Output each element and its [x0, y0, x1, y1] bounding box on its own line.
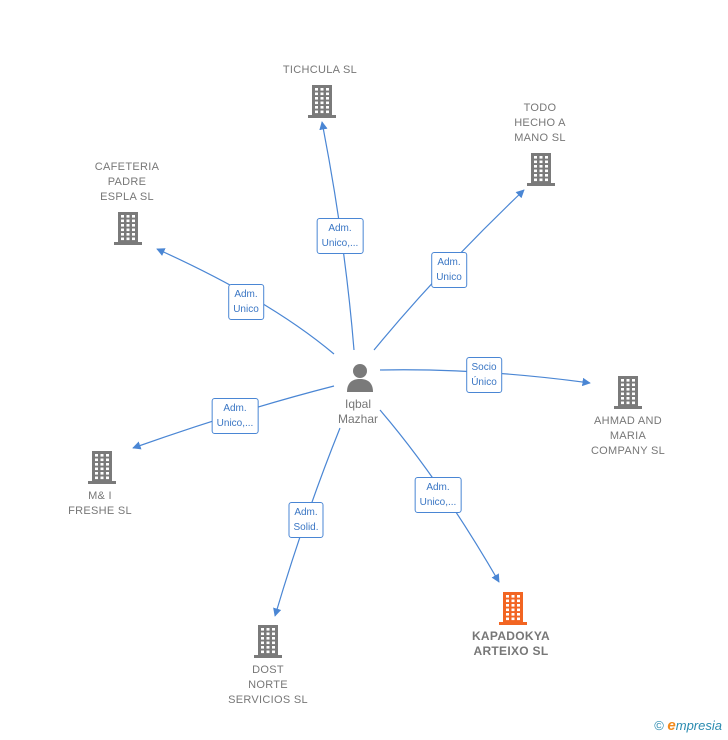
relation-label-todo[interactable]: Adm. Unico [431, 252, 467, 288]
company-label: M& I FRESHE SL [68, 490, 132, 517]
building-icon [611, 375, 645, 409]
empresia-footer: © empresia [654, 717, 722, 734]
empresia-logo-text: mpresia [675, 718, 722, 733]
person-name: Iqbal Mazhar [337, 397, 378, 426]
building-icon [305, 84, 339, 118]
relation-label-cafeteria[interactable]: Adm. Unico [228, 284, 264, 320]
relation-label-mi[interactable]: Adm. Unico,... [211, 398, 259, 434]
relation-label-tichcula[interactable]: Adm. Unico,... [316, 218, 364, 254]
relation-label-dost[interactable]: Adm. Solid. [288, 502, 324, 538]
company-label: TODO HECHO A MANO SL [514, 102, 566, 144]
company-label: CAFETERIA PADRE ESPLA SL [94, 161, 160, 203]
person-icon [347, 364, 373, 392]
company-label: DOST NORTE SERVICIOS SL [228, 664, 308, 706]
building-icon [85, 450, 119, 484]
relation-label-ahmad[interactable]: Socio Único [466, 357, 502, 393]
company-label: KAPADOKYA ARTEIXO SL [471, 629, 551, 658]
building-icon [496, 591, 530, 625]
copyright-symbol: © [654, 718, 664, 733]
empresia-logo-initial: e [667, 717, 676, 734]
relation-label-kapadokya[interactable]: Adm. Unico,... [414, 477, 462, 513]
company-label: AHMAD AND MARIA COMPANY SL [590, 415, 666, 457]
company-label: TICHCULA SL [282, 64, 358, 76]
building-icon [251, 624, 285, 658]
building-icon [524, 152, 558, 186]
building-icon [111, 211, 145, 245]
